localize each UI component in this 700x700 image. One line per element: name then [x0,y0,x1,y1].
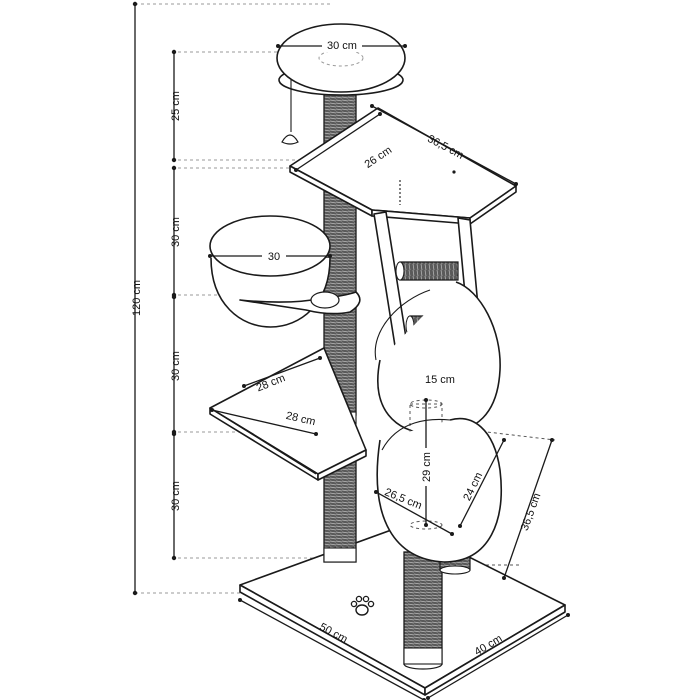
side-shelf [209,347,367,481]
lower-cave [374,398,554,580]
upper-platform [289,104,518,225]
label-segment-top: 25 cm [170,91,182,121]
label-basket-diameter: 30 [268,251,280,263]
label-segment-middle: 30 cm [170,351,182,381]
base-board [238,524,570,700]
label-segment-upper: 30 cm [170,217,182,247]
label-total-height: 120 cm [131,280,143,316]
label-ladder-width: 15 cm [425,374,455,386]
label-top-perch-diameter: 30 cm [327,40,357,52]
height-dimensions [132,1,177,596]
front-post [403,551,443,670]
label-segment-lower: 30 cm [170,481,182,511]
label-cave-length: 36,5 cm [519,492,544,533]
paw-print-icon [350,595,375,616]
label-tunnel-height: 29 cm [421,452,433,482]
top-perch [276,23,407,145]
